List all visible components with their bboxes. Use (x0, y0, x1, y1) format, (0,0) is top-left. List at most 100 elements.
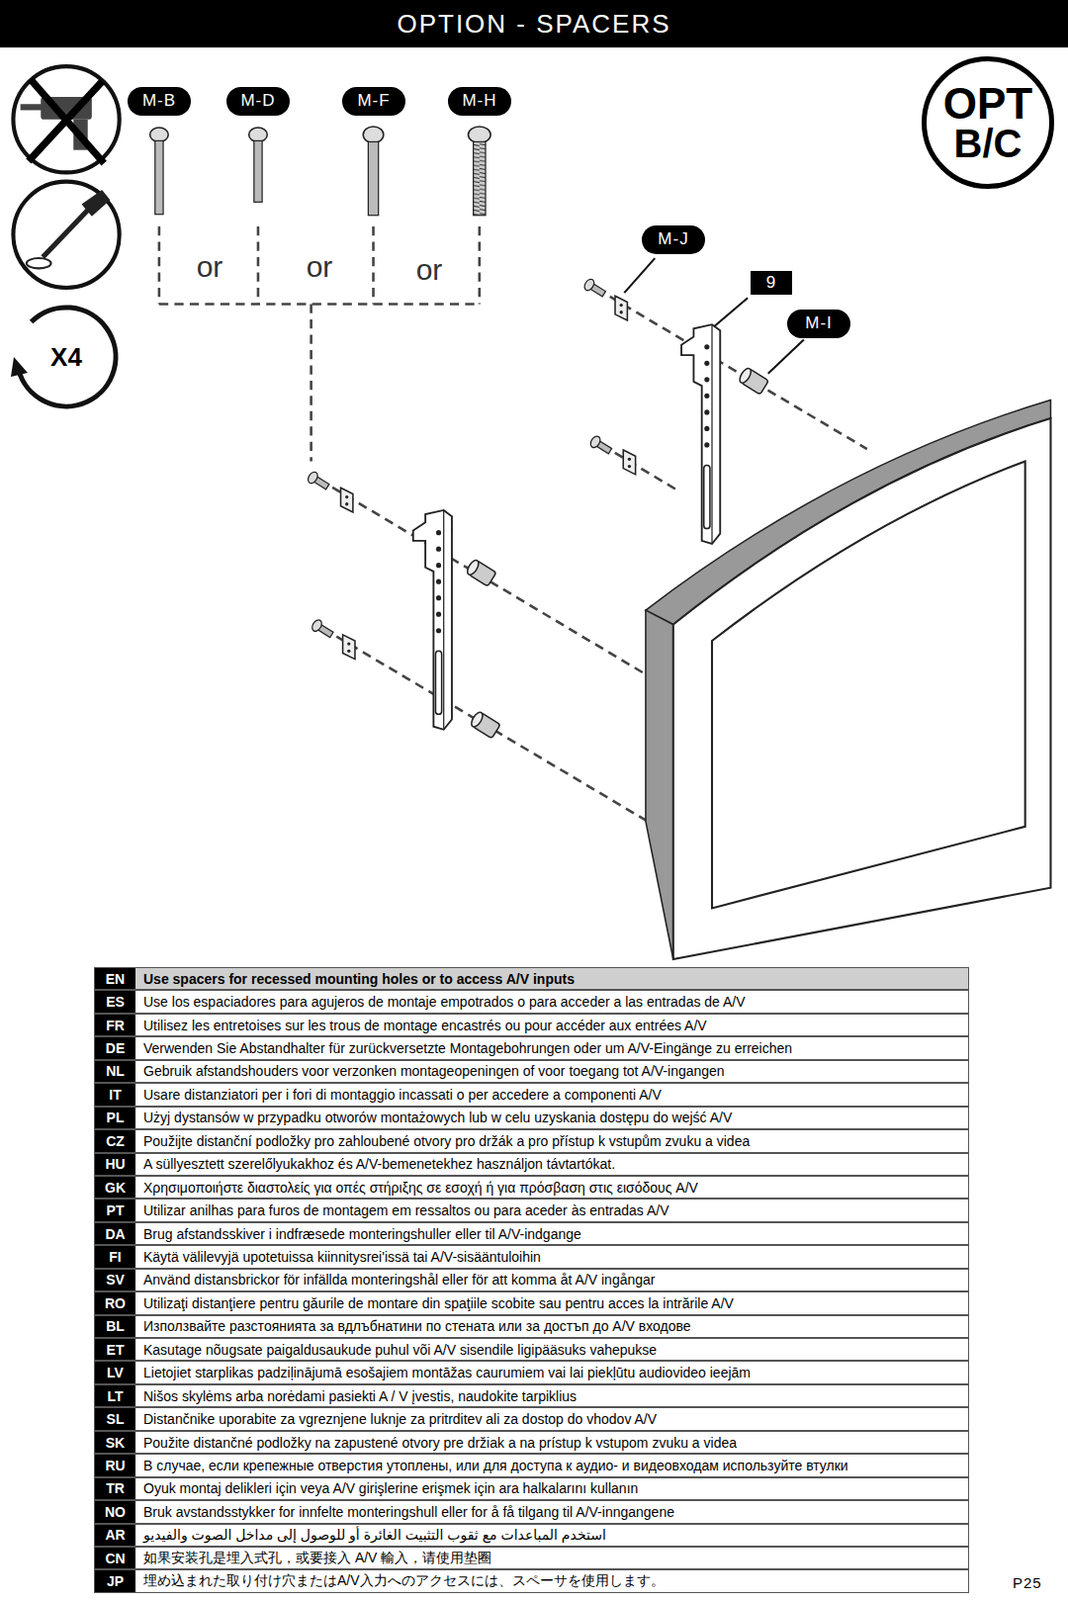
table-row: JP 埋め込まれた取り付け穴またはA/V入力へのアクセスには、スペーサを使用します… (93, 1569, 970, 1593)
instruction-cell: Oyuk montaj delikleri için veya A/V giri… (135, 1478, 969, 1500)
instruction-text: Użyj dystansów w przypadku otworów monta… (143, 1109, 732, 1126)
alternative-word: or (304, 250, 336, 284)
language-code-cell: HU (94, 1154, 136, 1175)
language-code-cell: DA (94, 1223, 136, 1245)
table-row: SKPoužite distančné podložky na zapusten… (93, 1430, 970, 1454)
language-code-cell: PT (94, 1199, 136, 1221)
instruction-text: Použijte distanční podložky pro zahloube… (143, 1133, 750, 1150)
language-code-cell: SK (94, 1431, 136, 1453)
part-callout: M-I (787, 309, 851, 339)
instruction-text: Използвайте разстоянията за вдлъбнатини … (143, 1318, 692, 1335)
table-row: RO Utilizaţi distanţiere pentru găurile d… (93, 1291, 970, 1315)
instruction-cell: 如果安装孔是埋入式孔，或要接入 A/V 輸入，请使用垫圈 (135, 1547, 969, 1569)
language-code-cell: DE (94, 1037, 136, 1059)
instruction-text: Oyuk montaj delikleri için veya A/V giri… (143, 1480, 638, 1497)
instruction-cell: Käytä välilevyjä upotetuissa kiinnitysre… (135, 1246, 969, 1267)
instruction-cell: 埋め込まれた取り付け穴またはA/V入力へのアクセスには、スペーサを使用します。 (135, 1570, 969, 1592)
table-row: ET Kasutage nõugsate paigaldusaukude puhu… (93, 1337, 970, 1361)
callout-label: M-F (356, 90, 390, 111)
table-row: FRUtilisez les entretoises sur les trous… (93, 1013, 970, 1037)
instruction-text: Bruk avstandsstykker for innfelte monter… (143, 1504, 675, 1520)
instruction-cell: Utilisez les entretoises sur les trous d… (135, 1014, 969, 1036)
language-code-cell: SL (94, 1408, 136, 1429)
language-code: BL (105, 1318, 125, 1335)
table-row: CN如果安装孔是埋入式孔，或要接入 A/V 輸入，请使用垫圈 (93, 1546, 970, 1570)
instruction-text: Brug afstandsskiver i indfræsede monteri… (143, 1226, 582, 1243)
language-code-cell: FR (94, 1014, 136, 1036)
instruction-text: Nišos skylėms arba norėdami pasiekti A /… (143, 1388, 577, 1405)
language-code-cell: GK (94, 1176, 136, 1198)
table-row: ITUsare distanziatori per i fori di mont… (93, 1082, 970, 1106)
language-code-cell: LT (94, 1385, 136, 1407)
instruction-cell: Distančnike uporabite za vgreznjene lukn… (135, 1408, 969, 1429)
title-bar: OPTION - SPACERS (0, 0, 1068, 48)
instruction-cell: Χρησιμοποιήστε διαστολείς για οπές στήρι… (135, 1176, 969, 1198)
table-row: NL Gebruik afstandshouders voor verzonken… (93, 1060, 970, 1083)
language-code: RU (104, 1457, 125, 1474)
language-code: LT (106, 1388, 123, 1405)
language-code-cell: LV (94, 1361, 136, 1383)
instruction-text: Use los espaciadores para agujeros de mo… (143, 993, 746, 1010)
language-code: LV (106, 1364, 124, 1381)
repeat-arc (18, 307, 116, 407)
option-badge: OPTB/C (921, 56, 1055, 189)
language-code-cell: NL (94, 1061, 136, 1082)
language-code-cell: BL (94, 1316, 136, 1337)
language-code-cell: ET (94, 1338, 136, 1360)
table-row: EN Use spacers for recessed mounting hole… (93, 967, 970, 990)
table-row: GK Χρησιμοποιήστε διαστολείς για οπές στή… (93, 1175, 970, 1199)
callout-label: 9 (766, 272, 777, 293)
language-code: DE (105, 1040, 125, 1057)
language-code: EN (105, 971, 125, 987)
language-code-cell: AR (94, 1524, 136, 1546)
table-row: CZ Použijte distanční podložky pro zahlou… (93, 1129, 970, 1153)
language-code: FI (108, 1248, 121, 1265)
language-code-cell: PL (94, 1107, 136, 1129)
instruction-text: Gebruik afstandshouders voor verzonken m… (143, 1063, 725, 1079)
language-code: CZ (105, 1133, 125, 1150)
language-code: JP (106, 1573, 124, 1590)
instruction-cell: Použite distančné podložky na zapustené … (135, 1431, 969, 1453)
language-code-cell: IT (94, 1083, 136, 1105)
language-code: IT (108, 1086, 121, 1103)
table-row: LT Nišos skylėms arba norėdami pasiekti A… (93, 1384, 970, 1408)
instruction-text: Use spacers for recessed mounting holes … (143, 971, 575, 987)
table-row: FI Käytä välilevyjä upotetuissa kiinnitys… (93, 1245, 970, 1268)
instruction-cell: Użyj dystansów w przypadku otworów monta… (135, 1107, 969, 1129)
table-row: ESUse los espaciadores para agujeros de … (93, 989, 970, 1013)
language-code: PL (106, 1109, 125, 1126)
instruction-cell: Използвайте разстоянията за вдлъбнатини … (135, 1316, 969, 1337)
repeat-arrowhead (10, 356, 28, 377)
part-callout: 9 (750, 270, 793, 295)
instruction-cell: Utilizaţi distanţiere pentru găurile de … (135, 1292, 969, 1314)
table-row: PTUtilizar anilhas para furos de montage… (93, 1198, 970, 1222)
language-code-cell: JP (94, 1570, 136, 1592)
part-callout: M-J (641, 225, 706, 255)
language-code: DA (104, 1226, 125, 1243)
instruction-text: Χρησιμοποιήστε διαστολείς για οπές στήρι… (143, 1179, 699, 1196)
table-row: PL Użyj dystansów w przypadku otworów mon… (93, 1106, 970, 1130)
instruction-cell: Gebruik afstandshouders voor verzonken m… (135, 1061, 969, 1082)
language-code: RO (104, 1295, 126, 1312)
language-code-cell: CZ (94, 1130, 136, 1152)
language-code-cell: TR (94, 1478, 136, 1500)
callout-label: M-B (142, 90, 177, 111)
language-code-cell: NO (94, 1501, 136, 1522)
instruction-cell: В случае, если крепежные отверстия утопл… (135, 1454, 969, 1476)
instruction-cell: A süllyesztett szerelőlyukakhoz és A/V-b… (135, 1154, 969, 1175)
instruction-text: Kasutage nõugsate paigaldusaukude puhul … (143, 1341, 657, 1358)
table-row: DEVerwenden Sie Abstandhalter für zurück… (93, 1036, 970, 1060)
table-row: BL Използвайте разстоянията за вдлъбнатин… (93, 1315, 970, 1338)
part-callout: M-D (226, 87, 290, 116)
table-row: DA Brug afstandsskiver i indfræsede monte… (93, 1222, 970, 1246)
instruction-cell: استخدم المباعدات مع ثقوب التثبيت الغائرة… (135, 1524, 969, 1546)
badge-text: OPT (943, 83, 1033, 125)
language-code-cell: FI (94, 1246, 136, 1267)
page-number: P25 (1012, 1574, 1043, 1592)
repeat-count: X4 (10, 301, 122, 413)
language-code: SL (106, 1411, 125, 1427)
table-row: SVAnvänd distansbrickor för infällda mon… (93, 1268, 970, 1292)
table-row: SL Distančnike uporabite za vgreznjene lu… (93, 1407, 970, 1430)
language-code: AR (104, 1526, 125, 1543)
